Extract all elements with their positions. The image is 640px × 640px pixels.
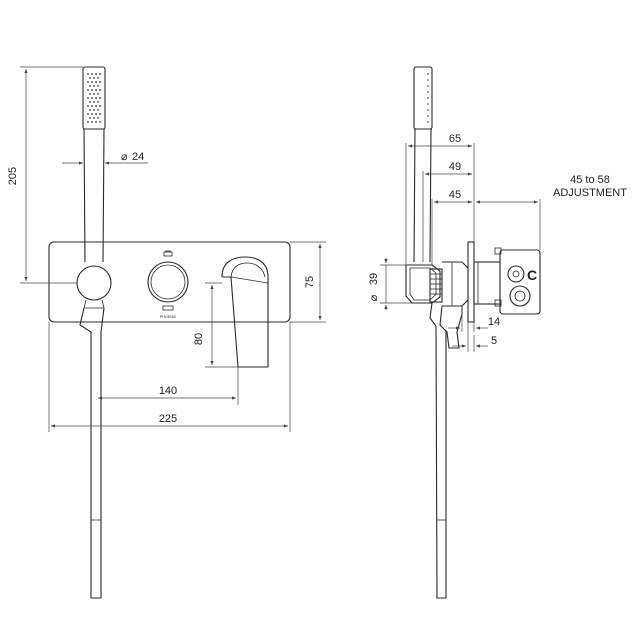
adjustment-range-label: 45 to 58: [570, 174, 610, 186]
dim-39-label: 39: [368, 273, 380, 285]
spray-holes: [87, 73, 101, 123]
dim-adjustment: 45 to 58 ADJUSTMENT: [476, 174, 627, 250]
cold-marker: C: [527, 267, 537, 283]
side-hose: [429, 302, 463, 599]
dim-80-label: 80: [193, 333, 205, 345]
dim-75: 75: [290, 241, 326, 323]
dim-225: 225: [48, 322, 291, 432]
dim-diameter-24: ⌀ 24: [62, 151, 148, 165]
dim-80: 80: [193, 282, 238, 368]
dim-45: 45: [431, 189, 472, 265]
dim-205: 205: [7, 66, 83, 284]
side-holder: [405, 261, 469, 307]
adjustment-word-label: ADJUSTMENT: [553, 187, 627, 199]
dim-140-label: 140: [159, 385, 177, 397]
dim-5-label: 5: [491, 335, 497, 347]
front-view: PHOENIX 205 ⌀ 24 75: [7, 66, 326, 599]
hand-shower-holder: [76, 265, 112, 301]
dim-14: 14: [448, 306, 500, 332]
mixer-body: C: [473, 247, 541, 315]
dim-65: 65: [405, 133, 475, 265]
logo-text: PHOENIX: [160, 315, 177, 319]
side-wall-plate: [467, 241, 475, 323]
dim-225-label: 225: [159, 413, 177, 425]
mixer-dial: PHOENIX: [147, 250, 189, 319]
dim-14-label: 14: [488, 316, 500, 328]
diameter-symbol: ⌀: [121, 151, 128, 163]
spout: [221, 256, 269, 368]
diameter-symbol-side: ⌀: [368, 294, 380, 301]
side-hand-shower: [413, 66, 433, 263]
dim-49: 49: [422, 161, 472, 262]
hand-shower-head: [82, 66, 106, 263]
dim-45-label: 45: [449, 189, 461, 201]
wall-plate: [48, 241, 291, 323]
dim-5: 5: [452, 322, 497, 352]
dim-49-label: 49: [449, 161, 461, 173]
dim-24-label: 24: [132, 151, 144, 163]
dim-140: 140: [98, 367, 239, 405]
dim-205-label: 205: [7, 167, 19, 185]
dim-65-label: 65: [449, 133, 461, 145]
dim-75-label: 75: [304, 276, 316, 288]
side-view: C 65 49 45 45: [368, 66, 627, 599]
shower-hose: [79, 307, 105, 599]
dim-diameter-39: ⌀ 39: [368, 258, 412, 310]
